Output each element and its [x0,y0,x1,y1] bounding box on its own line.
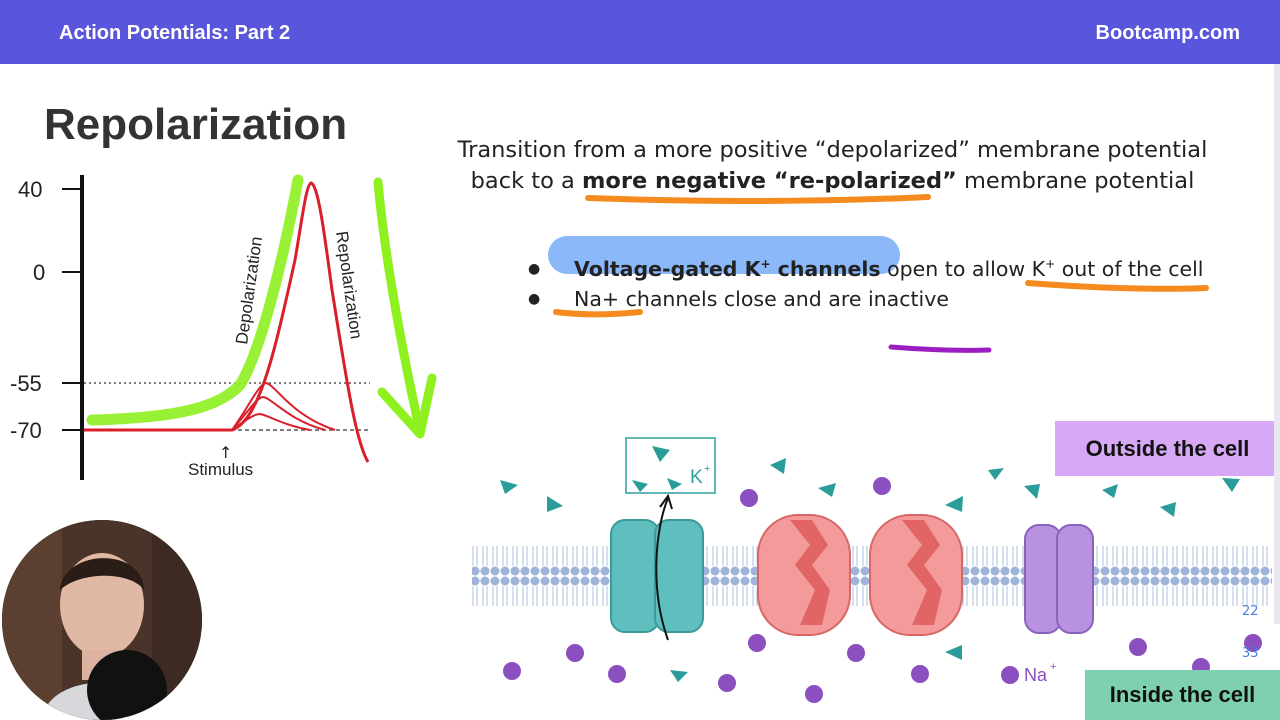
k-efflux-arrow [655,497,669,641]
k-channel-left [610,519,660,633]
green-arrow-head [377,373,437,439]
k-channel-right [654,519,704,633]
subthreshold-curve [231,395,326,431]
brand-name: Bootcamp.com [1095,22,1240,44]
action-potential-curve [84,181,370,463]
action-potential-graph: 40 0 -55 -70 Depolarization Repolarizati… [10,174,437,480]
na-label-sup: + [1050,661,1056,673]
slide-title: Repolarization [44,100,348,149]
page-indicator: 22 [1242,604,1259,619]
bullet-list: Voltage-gated K+ channels open to allow … [528,254,1228,314]
k-ions [500,446,1240,682]
presenter-webcam [2,520,202,720]
subthreshold-curve [231,381,336,431]
pump-right [1056,524,1094,634]
definition-line-1: Transition from a more positive “depolar… [457,137,1208,163]
orange-underline [585,194,931,204]
k-label: K [690,467,703,488]
pump-left [1024,524,1062,634]
y-tick-label: 0 [33,260,45,285]
scrollbar[interactable] [1274,64,1280,624]
y-tick-label: -55 [10,371,42,396]
outside-cell-label: Outside the cell [1055,421,1280,476]
stimulus-label: Stimulus [188,460,253,479]
green-arrow-shaft [373,177,425,437]
subthreshold-curve [231,412,311,431]
na-label: Na [1024,665,1048,685]
na-channel-pore [902,520,942,625]
presenter-image [2,520,202,720]
definition-text: Transition from a more positive “depolar… [440,135,1225,197]
k-ion-box [625,437,716,494]
k-label-sup: + [704,463,710,475]
y-tick-label: 40 [18,177,42,202]
definition-line-2: back to a more negative “re-polarized” m… [470,168,1195,194]
inside-cell-label: Inside the cell [1085,670,1280,720]
green-highlight-trace [86,174,304,426]
k-efflux-arrowhead [659,493,673,510]
purple-underline [888,344,992,353]
y-tick-label: -70 [10,418,42,443]
lesson-title: Action Potentials: Part 2 [59,22,291,44]
na-channel-pore [790,520,830,625]
bullet-item: Voltage-gated K+ channels open to allow … [528,254,1228,284]
bullet-item: Na+ channels close and are inactive [528,284,1228,314]
lesson-header: Action Potentials: Part 2 Bootcamp.com [0,0,1280,64]
page-indicator: 33 [1242,646,1259,661]
stimulus-arrow: ↑ [219,443,232,462]
definition-emphasis: more negative “re-polarized” [581,168,957,194]
